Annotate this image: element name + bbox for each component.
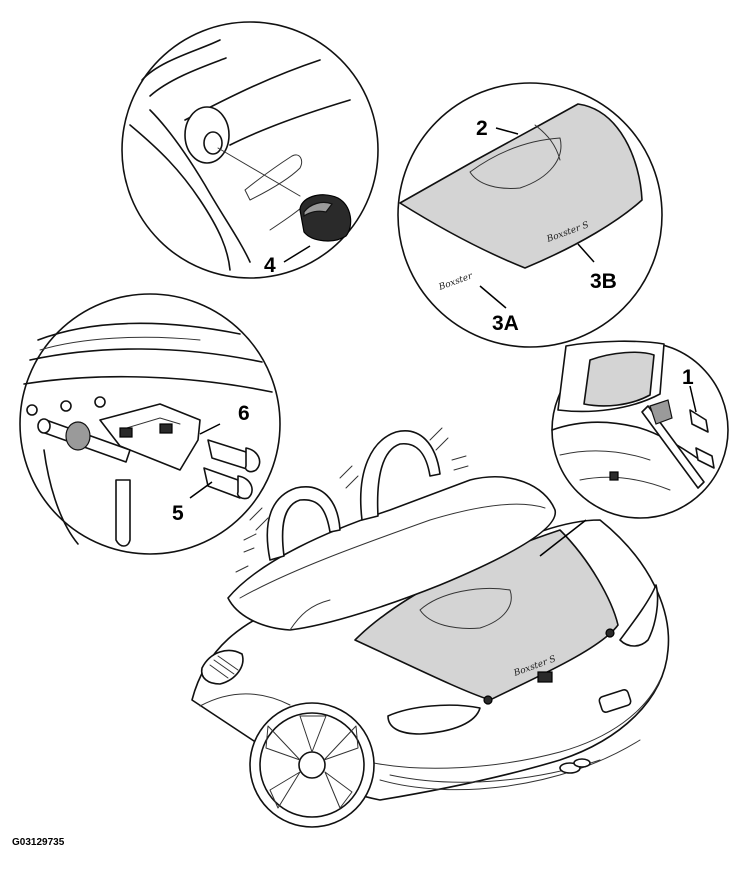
callout-6: 6 xyxy=(238,402,250,425)
detail-circle-hinge xyxy=(19,293,281,555)
callout-3a: 3A xyxy=(492,312,519,335)
callout-2: 2 xyxy=(476,117,488,140)
callout-5: 5 xyxy=(172,502,184,525)
leader-lines xyxy=(189,127,697,557)
car-rear-view xyxy=(191,427,670,828)
detail-circle-gas-strut xyxy=(551,340,729,519)
detail-circle-rear-lid xyxy=(397,82,663,348)
callout-4: 4 xyxy=(264,254,276,277)
callout-1: 1 xyxy=(682,366,694,389)
detail-circle-bump-stop xyxy=(121,21,379,279)
callout-3b: 3B xyxy=(590,270,617,293)
figure-code: G03129735 xyxy=(12,837,65,848)
